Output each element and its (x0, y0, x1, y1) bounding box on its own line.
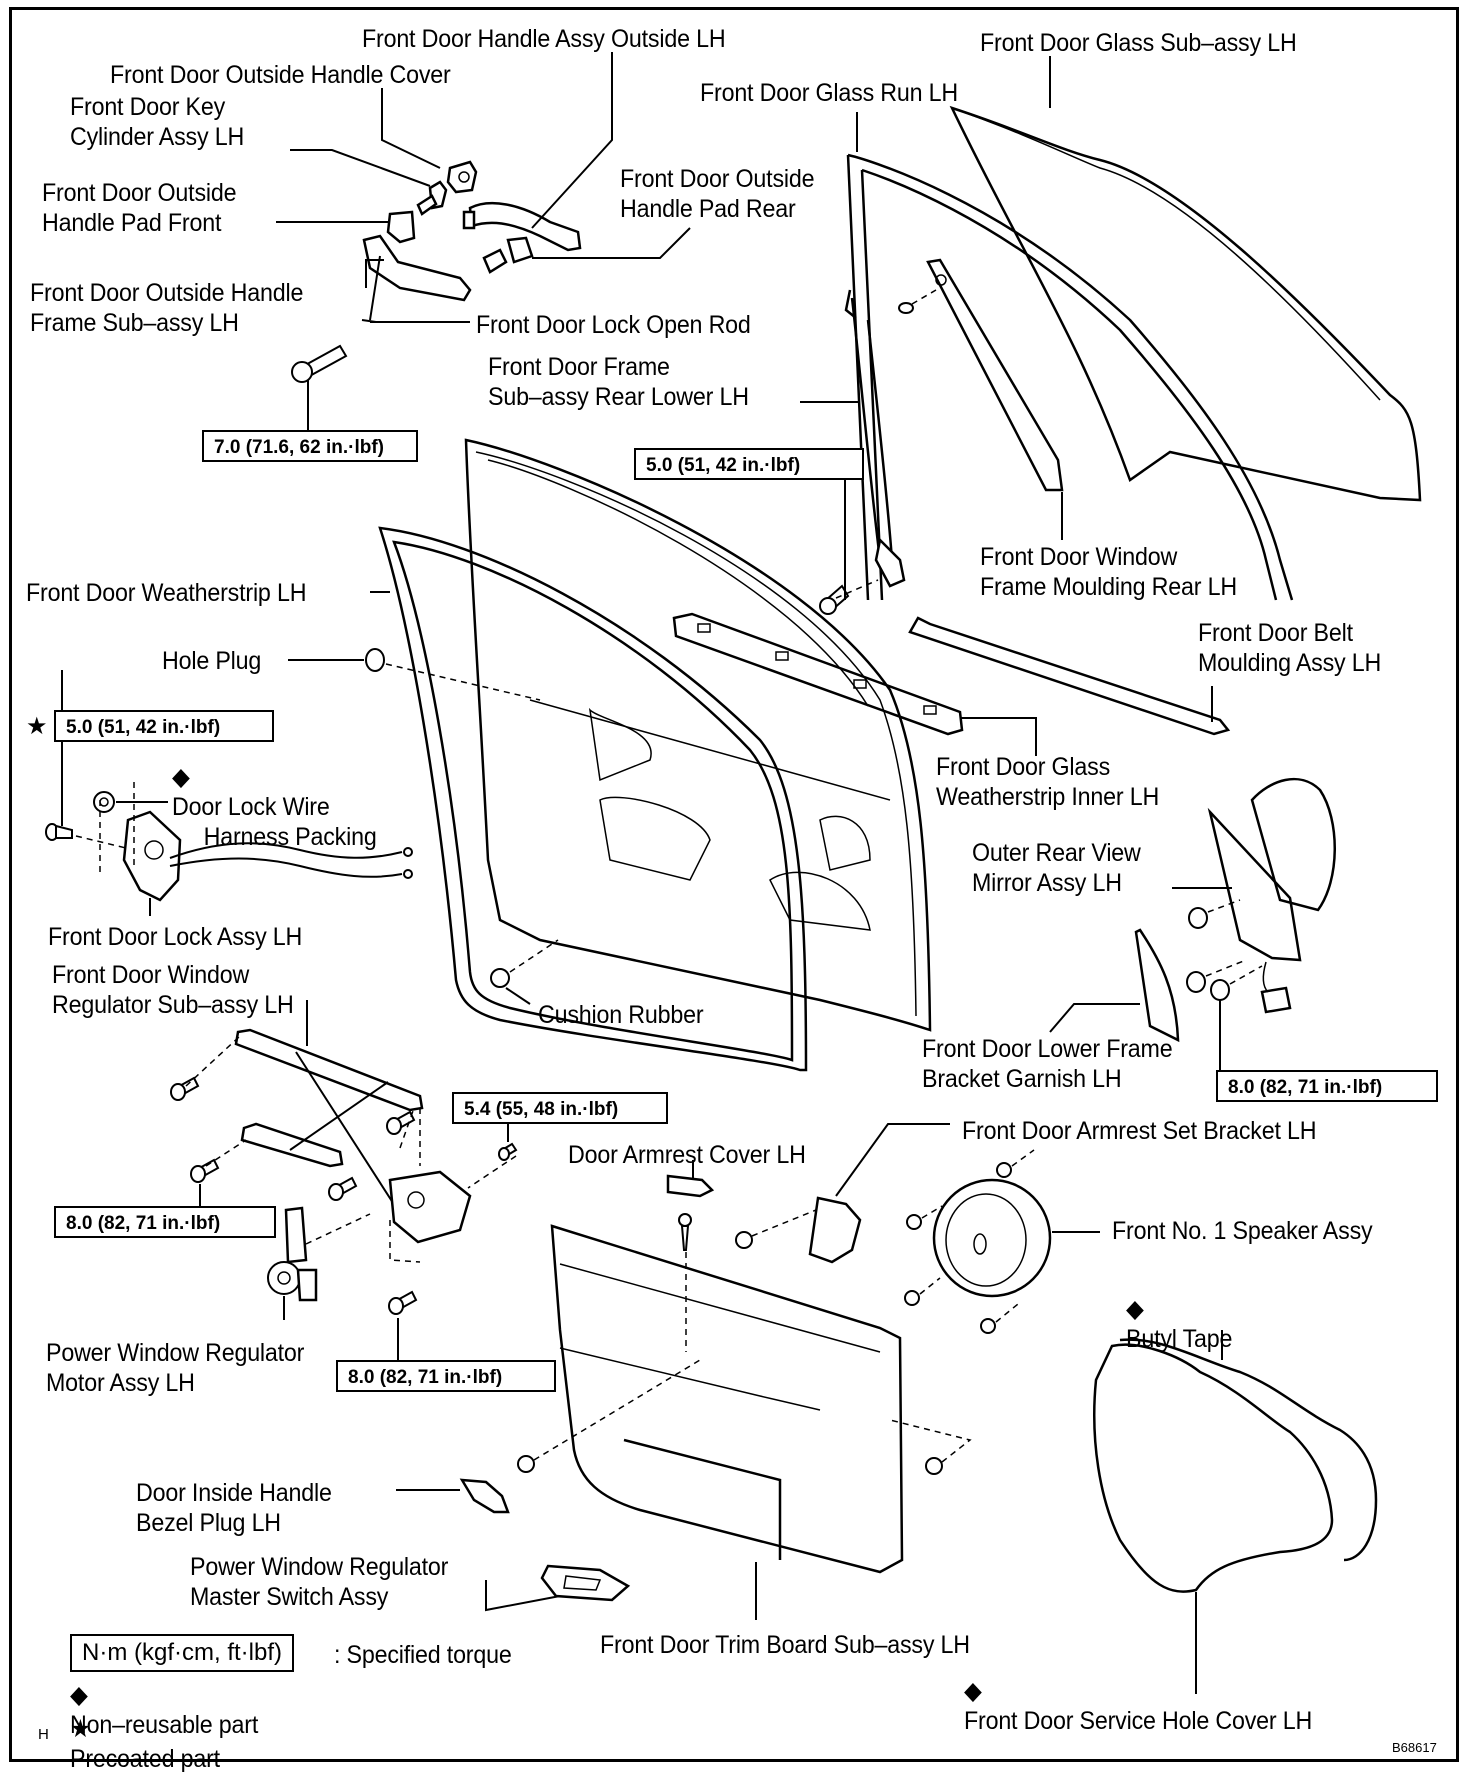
glass-weatherstrip-inner-part (672, 612, 964, 736)
label-wire-harness-packing: ◆Door Lock Wire Harness Packing (172, 763, 377, 851)
hole-plug-part (365, 648, 541, 701)
label-trim-board: Front Door Trim Board Sub–assy LH (600, 1631, 970, 1659)
trim-board-part (550, 1224, 904, 1574)
torque-regulator-nut: 5.4 (55, 48 in.·lbf) (452, 1092, 668, 1124)
label-speaker: Front No. 1 Speaker Assy (1112, 1217, 1373, 1245)
lock-assy-part (122, 810, 182, 902)
label-armrest-cover: Door Armrest Cover LH (568, 1141, 806, 1169)
drawing-code: B68617 (1392, 1740, 1437, 1755)
glass-run-part (846, 153, 1294, 601)
moulding-screw (898, 289, 937, 314)
torque-mirror-nut: 8.0 (82, 71 in.·lbf) (1216, 1070, 1438, 1102)
regulator-bolts (170, 1076, 518, 1315)
label-window-regulator: Front Door Window Regulator Sub–assy LH (52, 961, 294, 1019)
handle-pad-front-part (386, 210, 416, 244)
bracket-screw (735, 1209, 817, 1249)
speaker-part (932, 1178, 1052, 1298)
label-weatherstrip: Front Door Weatherstrip LH (26, 579, 307, 607)
window-regulator-part (234, 1028, 472, 1244)
lock-screw (45, 823, 127, 849)
wire-harness-packing-part (93, 791, 115, 813)
speaker-screws (904, 1149, 1035, 1334)
inside-handle-bezel-part (459, 1478, 510, 1514)
handle-frame-part (361, 234, 472, 323)
torque-frame-rear-lower-bolt: 5.0 (51, 42 in.·lbf) (634, 448, 864, 480)
lower-frame-garnish-part (1134, 928, 1180, 1043)
label-service-hole-cover: ◆Front Door Service Hole Cover LH (964, 1677, 1313, 1735)
label-handle-assy-outside: Front Door Handle Assy Outside LH (362, 25, 726, 53)
handle-pad-rear-part (482, 236, 534, 274)
label-master-switch: Power Window Regulator Master Switch Ass… (190, 1553, 449, 1611)
label-mirror: Outer Rear View Mirror Assy LH (972, 839, 1141, 897)
label-inside-handle-bezel: Door Inside Handle Bezel Plug LH (136, 1479, 332, 1537)
belt-moulding-part (908, 616, 1231, 736)
weatherstrip-part (378, 526, 808, 1072)
diagram-frame (9, 7, 1459, 1762)
label-butyl-tape: ◆Butyl Tape (1126, 1295, 1233, 1353)
label-glass-weatherstrip-inner: Front Door Glass Weatherstrip Inner LH (936, 753, 1160, 811)
window-frame-moulding-part (926, 258, 1064, 492)
label-lock-assy: Front Door Lock Assy LH (48, 923, 303, 951)
label-handle-pad-rear: Front Door Outside Handle Pad Rear (620, 165, 815, 223)
label-hole-plug: Hole Plug (162, 647, 262, 675)
label-lower-frame-garnish: Front Door Lower Frame Bracket Garnish L… (922, 1035, 1173, 1093)
mirror-part (1207, 777, 1336, 962)
label-armrest-bracket: Front Door Armrest Set Bracket LH (962, 1117, 1317, 1145)
label-outside-handle-cover: Front Door Outside Handle Cover (110, 61, 451, 89)
frame-rear-lower-bolt (819, 579, 879, 615)
label-glass-run: Front Door Glass Run LH (700, 79, 959, 107)
cushion-rubber-part (490, 939, 559, 988)
legend-torque-unit-box: N·m (kgf·cm, ft·lbf) (70, 1634, 294, 1672)
armrest-cover-part (666, 1174, 715, 1198)
label-lock-open-rod: Front Door Lock Open Rod (476, 311, 751, 339)
outside-handle-cover-part (446, 160, 478, 194)
non-reusable-diamond-icon: ◆ (70, 1681, 88, 1709)
door-panel-part (464, 438, 932, 1032)
trim-screws (517, 1359, 972, 1475)
precoated-star-icon: ★ (70, 1715, 91, 1743)
label-window-frame-moulding: Front Door Window Frame Moulding Rear LH (980, 543, 1237, 601)
torque-lock-screw: 5.0 (51, 42 in.·lbf) (54, 710, 274, 742)
non-reusable-diamond-icon: ◆ (1126, 1295, 1144, 1323)
label-key-cylinder: Front Door Key Cylinder Assy LH (70, 93, 245, 151)
lock-cables (169, 842, 413, 879)
precoated-star-icon: ★ (26, 713, 48, 740)
torque-handle-screw: 7.0 (71.6, 62 in.·lbf) (202, 430, 418, 462)
label-frame-rear-lower: Front Door Frame Sub–assy Rear Lower LH (488, 353, 749, 411)
non-reusable-diamond-icon: ◆ (172, 763, 190, 791)
legend-precoated: ★Precoated part (70, 1715, 220, 1773)
mirror-connector (1260, 961, 1292, 1014)
master-switch-part (540, 1564, 631, 1602)
label-handle-pad-front: Front Door Outside Handle Pad Front (42, 179, 237, 237)
frame-rear-lower-part (844, 289, 906, 588)
label-glass: Front Door Glass Sub–assy LH (980, 29, 1297, 57)
outside-handle-part (462, 201, 582, 252)
torque-regulator-bolt: 8.0 (82, 71 in.·lbf) (54, 1206, 276, 1238)
torque-motor-bolt: 8.0 (82, 71 in.·lbf) (336, 1360, 556, 1392)
armrest-screw (678, 1213, 692, 1251)
glass-part (949, 105, 1422, 502)
label-belt-moulding: Front Door Belt Moulding Assy LH (1198, 619, 1382, 677)
service-hole-cover-part (1093, 1338, 1378, 1593)
label-regulator-motor: Power Window Regulator Motor Assy LH (46, 1339, 305, 1397)
handle-screw (291, 344, 348, 383)
corner-mark: H (38, 1726, 49, 1743)
armrest-bracket-part (808, 1196, 862, 1264)
legend-torque-desc: : Specified torque (334, 1641, 512, 1669)
mirror-nuts (1186, 899, 1263, 1001)
non-reusable-diamond-icon: ◆ (964, 1677, 982, 1705)
legend-non-reusable: ◆Non–reusable part (70, 1681, 259, 1739)
key-cylinder-part (416, 180, 448, 216)
regulator-motor-part (267, 1206, 318, 1302)
label-handle-frame: Front Door Outside Handle Frame Sub–assy… (30, 279, 304, 337)
label-cushion-rubber: Cushion Rubber (538, 1001, 704, 1029)
